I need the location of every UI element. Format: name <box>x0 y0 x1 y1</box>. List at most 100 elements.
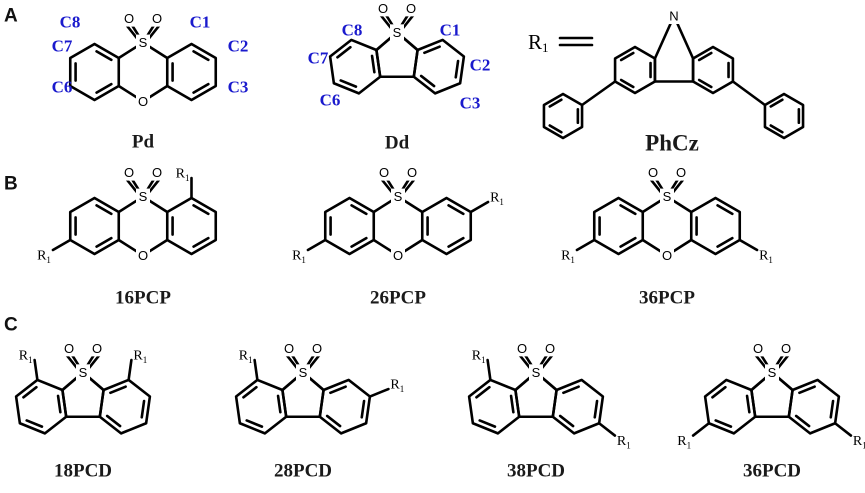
position-label-c1: C1 <box>440 21 461 40</box>
benzene-ring-left <box>592 196 645 256</box>
compound-captions: Pd Dd PhCz 16PCP 26PCP 36PCP 18PCD 28PCD… <box>54 131 801 482</box>
substituent-bond <box>486 358 492 382</box>
position-label-c8: C8 <box>342 21 363 40</box>
panel-label-a: A <box>4 6 18 27</box>
benzene-ring-left <box>68 42 121 102</box>
oxygen-atom-bg <box>150 164 164 181</box>
aromatic-double-bond <box>95 236 113 248</box>
sulfur-atom: S <box>139 35 148 50</box>
oxygen-atom: O <box>124 11 134 26</box>
oxygen-atom-bg <box>376 0 390 17</box>
carbazole-ring-left <box>613 45 657 95</box>
aromatic-double-bond <box>447 204 465 216</box>
oxygen-atom: O <box>517 341 527 356</box>
oxygen-atom-bg <box>646 164 660 181</box>
sulfur-atom-bg <box>765 364 779 381</box>
aromatic-double-bond <box>242 385 258 399</box>
oxygen-atom-bg <box>779 340 793 357</box>
pyrrole-ring <box>653 14 695 83</box>
r1-substituent: R1 <box>472 349 486 366</box>
substituent-bond <box>253 358 259 382</box>
aromatic-double-bond <box>697 51 713 62</box>
aromatic-double-bond <box>419 74 436 88</box>
benzene-ring-right <box>689 196 742 256</box>
oxygen-atom-bg <box>282 340 296 357</box>
aromatic-double-bond <box>619 204 637 216</box>
biaryl-bond <box>731 80 767 107</box>
aromatic-double-bond <box>798 385 816 395</box>
oxygen-atom: O <box>152 165 162 180</box>
bridge-oxygen-atom: O <box>138 94 148 109</box>
r1-substituent: R1 <box>37 249 51 266</box>
bridge-oxygen-atom: O <box>393 248 403 263</box>
r1-substituent: R1 <box>133 349 147 366</box>
oxygen-atom: O <box>406 1 416 16</box>
aromatic-double-bond <box>109 385 127 395</box>
bridge-oxygen-atom-bg <box>136 93 150 110</box>
position-label-c3: C3 <box>460 94 481 113</box>
caption-16pcp: 16PCP <box>115 288 171 309</box>
aromatic-double-bond <box>475 385 491 399</box>
oxygen-atom: O <box>64 341 74 356</box>
oxygen-atom-bg <box>62 340 76 357</box>
oxygen-atom: O <box>379 165 389 180</box>
r1-substituent: R1 <box>176 167 190 184</box>
position-label-c3: C3 <box>228 78 249 97</box>
oxygen-atom: O <box>124 165 134 180</box>
caption-pd: Pd <box>132 132 155 153</box>
aromatic-double-bond <box>558 414 575 428</box>
substituent-bond <box>833 421 853 437</box>
aromatic-double-bond <box>95 50 113 62</box>
substituent-bond <box>597 421 617 437</box>
aromatic-double-bond <box>593 399 599 419</box>
bridge-oxygen-atom-bg <box>391 247 405 264</box>
sulfur-atom-bg <box>76 364 90 381</box>
aromatic-double-bond <box>548 124 563 134</box>
oxygen-atom-bg <box>404 0 418 17</box>
aromatic-double-bond <box>25 419 44 428</box>
aromatic-double-bond <box>22 385 38 399</box>
oxygen-atom: O <box>545 341 555 356</box>
r1-substituent: R1 <box>292 249 306 266</box>
substituent-bond <box>691 421 711 437</box>
sulfur-atom-bg <box>136 188 150 205</box>
phenyl-ring-right <box>763 92 805 140</box>
oxygen-atom: O <box>378 1 388 16</box>
oxygen-atom-bg <box>515 340 529 357</box>
oxygen-atom: O <box>781 341 791 356</box>
nitrogen-atom-bg <box>667 8 681 24</box>
aromatic-double-bond <box>769 124 784 134</box>
aromatic-double-bond <box>509 394 515 414</box>
carbazole-ring-right <box>691 45 735 95</box>
oxygen-atom-bg <box>543 340 557 357</box>
position-label-c6: C6 <box>320 91 341 110</box>
oxygen-atom: O <box>648 165 658 180</box>
aromatic-double-bond <box>714 419 733 428</box>
sulfur-atom: S <box>299 365 308 380</box>
r1-substituent: R1 <box>490 191 504 208</box>
oxygen-atom-bg <box>122 164 136 181</box>
sulfur-atom: S <box>768 365 777 380</box>
oxygen-atom: O <box>676 165 686 180</box>
aromatic-double-bond <box>192 204 210 216</box>
oxygen-atom-bg <box>377 164 391 181</box>
oxygen-atom-bg <box>674 164 688 181</box>
aromatic-double-bond <box>325 414 342 428</box>
nitrogen-atom: N <box>669 9 678 24</box>
position-label-c8: C8 <box>60 13 81 32</box>
substituent-bond <box>127 358 133 382</box>
r1-substituent: R1 <box>390 378 404 395</box>
panel-labels: A B C <box>4 6 18 336</box>
aromatic-double-bond <box>697 78 713 89</box>
aromatic-double-bond <box>478 419 497 428</box>
r1-substituent: R1 <box>617 434 631 451</box>
r1-definition-label: R1 <box>528 30 549 55</box>
position-label-c7: C7 <box>52 37 73 56</box>
sulfur-atom: S <box>394 189 403 204</box>
aromatic-double-bond <box>360 399 366 419</box>
